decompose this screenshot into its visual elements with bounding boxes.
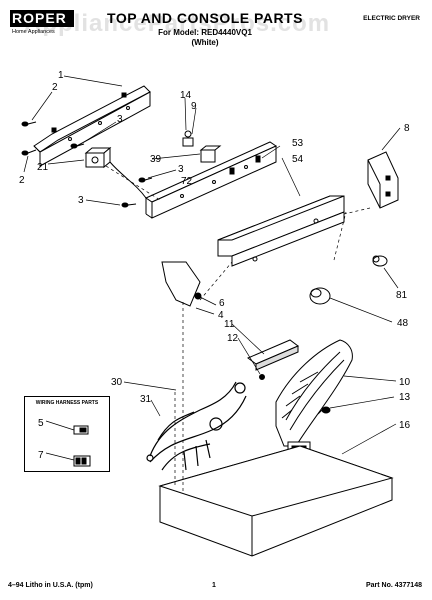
callout-8: 8 [404, 123, 410, 134]
footer-litho: 4–94 Litho in U.S.A. (tpm) [8, 582, 93, 589]
callout-2: 2 [19, 175, 25, 186]
brand-tagline: Home Appliances [12, 29, 55, 35]
brand-logo: ROPER [10, 10, 74, 27]
watermark: AppliancePartsPros.com [24, 10, 331, 37]
wiring-part-7 [73, 455, 91, 467]
wiring-callout-7: 7 [38, 450, 44, 461]
callout-13: 13 [399, 392, 411, 403]
callout-11: 11 [224, 319, 235, 330]
page-number: 1 [212, 582, 216, 589]
callout-39: 39 [150, 154, 162, 165]
part-rear-panel [33, 85, 151, 153]
wiring-callout-5: 5 [38, 418, 44, 429]
part-lint-housing [275, 339, 353, 459]
callout-3: 3 [117, 114, 123, 125]
part-knob-large [309, 287, 331, 305]
callout-81: 81 [396, 290, 408, 301]
callout-10: 10 [399, 377, 411, 388]
part-dryer-top [158, 445, 394, 557]
part-end-cap [367, 151, 399, 209]
part-timer [84, 146, 112, 169]
screw-icon [138, 177, 153, 183]
callout-3: 3 [78, 195, 84, 206]
callout-6: 6 [219, 298, 225, 309]
part-switch [182, 130, 194, 147]
callout-16: 16 [399, 420, 411, 431]
callout-21: 21 [37, 162, 49, 173]
part-rear-panel-face [39, 91, 151, 167]
callout-53: 53 [292, 138, 304, 149]
part-number: Part No. 4377148 [365, 582, 422, 589]
callout-9: 9 [191, 101, 197, 112]
callout-14: 14 [180, 90, 192, 101]
callout-54: 54 [292, 154, 304, 165]
part-knob-small [372, 255, 388, 267]
callout-72: 72 [181, 176, 193, 187]
part-39 [199, 145, 222, 163]
callout-30: 30 [111, 377, 123, 388]
product-type: ELECTRIC DRYER [363, 15, 420, 22]
screw-icon [21, 149, 37, 156]
screw-icon [317, 406, 331, 415]
callout-12: 12 [227, 333, 239, 344]
model-line: For Model: RED4440VQ1 [158, 28, 252, 37]
screw-icon [121, 202, 137, 208]
callout-48: 48 [397, 318, 409, 329]
part-console-panel [217, 195, 345, 267]
callout-31: 31 [140, 394, 152, 405]
color-line: (White) [191, 38, 219, 47]
screw-icon [21, 121, 37, 127]
part-left-end-panel [161, 261, 202, 307]
wiring-harness-title: WIRING HARNESS PARTS [35, 400, 99, 406]
callout-4: 4 [218, 310, 224, 321]
callout-2: 2 [52, 82, 58, 93]
page-title: TOP AND CONSOLE PARTS [107, 10, 303, 26]
callout-1: 1 [58, 70, 64, 81]
wiring-part-5 [73, 425, 89, 435]
part-lint-filter [247, 339, 299, 380]
callout-3: 3 [178, 164, 184, 175]
part-wire-harness [146, 381, 247, 471]
screw-icon [70, 143, 85, 149]
wiring-harness-box: WIRING HARNESS PARTS [24, 396, 110, 472]
